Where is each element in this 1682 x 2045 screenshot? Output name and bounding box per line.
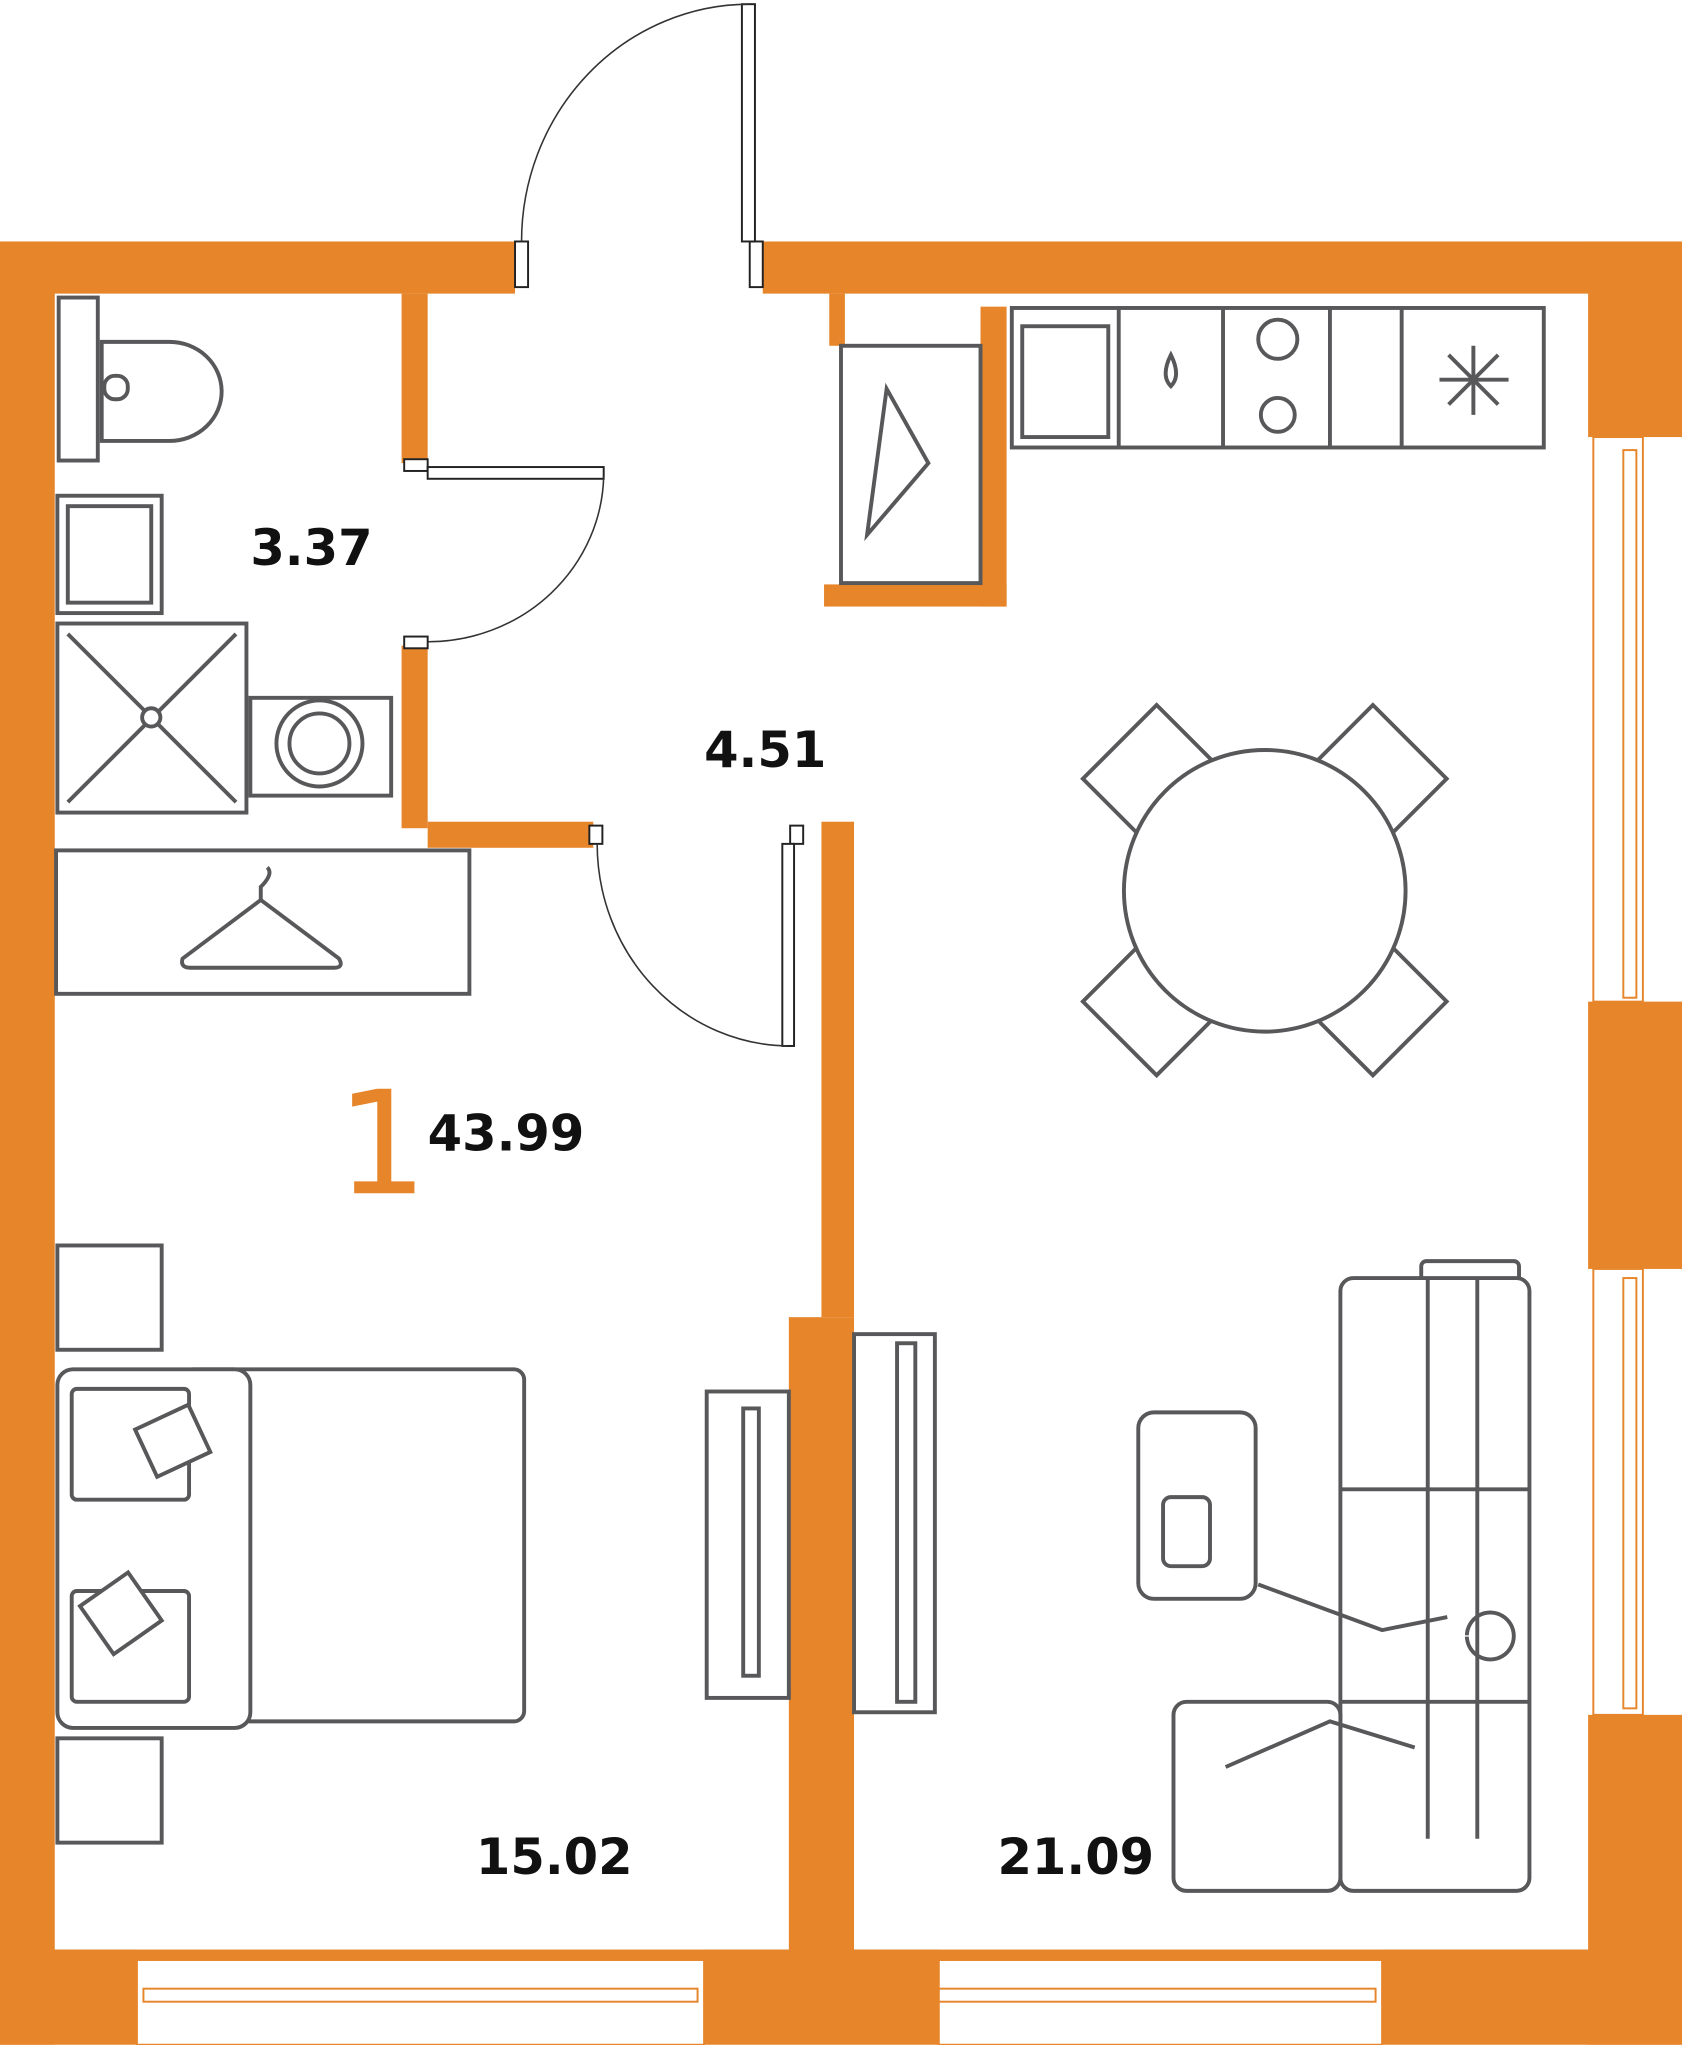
snowflake-icon <box>1439 345 1509 415</box>
kitchen-sink-icon <box>1020 324 1111 440</box>
living-furniture <box>1136 1259 1532 1893</box>
living-area: 21.09 <box>997 1828 1154 1886</box>
water-drop-icon <box>1163 350 1179 389</box>
bedroom-area: 15.02 <box>476 1828 633 1886</box>
hallway-area: 4.51 <box>704 721 826 779</box>
wardrobes <box>54 343 983 996</box>
doors <box>403 3 805 1047</box>
area-labels: 1 43.99 3.37 4.51 15.02 21.09 <box>250 519 1154 1886</box>
room-count: 1 <box>336 1060 427 1227</box>
bedroom-furniture <box>55 1243 937 1845</box>
bathroom-fixtures <box>55 295 394 815</box>
bathroom-area: 3.37 <box>250 519 372 577</box>
dining-table <box>1080 702 1450 1079</box>
walls <box>0 241 1682 2045</box>
sofa-icon <box>1338 1276 1532 1893</box>
total-area: 43.99 <box>428 1104 585 1162</box>
kitchen-counter <box>1009 306 1546 450</box>
